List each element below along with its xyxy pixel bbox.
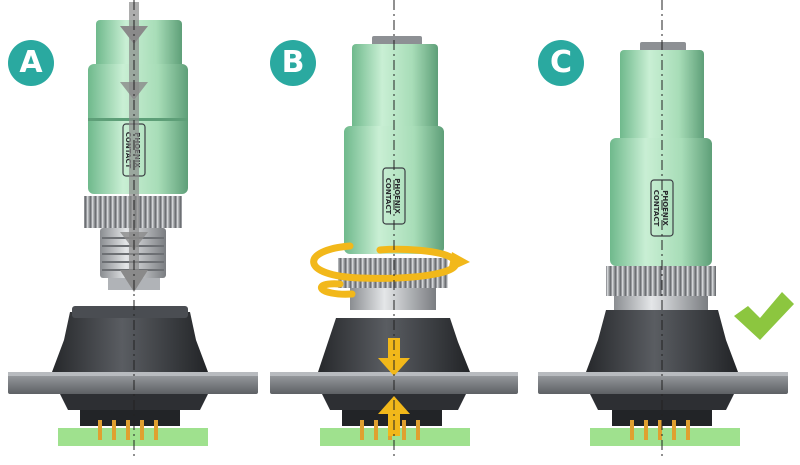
step-label-b: B: [281, 45, 305, 80]
panel-a: PHOENIX CONTACT: [8, 0, 258, 460]
step-label-c: C: [549, 45, 573, 80]
base-receptacle-a: [8, 306, 258, 446]
svg-text:CONTACT: CONTACT: [384, 178, 392, 215]
panel-b: PHOENIX CONTACT: [270, 0, 518, 460]
base-receptacle-b: [270, 318, 518, 446]
panel-c: PHOENIX CONTACT: [538, 0, 794, 460]
step-badge-c: C: [538, 40, 584, 86]
step-badge-a: A: [8, 40, 54, 86]
svg-text:CONTACT: CONTACT: [124, 132, 132, 169]
svg-text:PHOENIX: PHOENIX: [393, 178, 401, 214]
svg-text:PHOENIX: PHOENIX: [661, 190, 669, 226]
svg-text:CONTACT: CONTACT: [652, 190, 660, 227]
plug-connector-c: PHOENIX CONTACT: [606, 42, 716, 310]
step-badge-b: B: [270, 40, 316, 86]
step-label-a: A: [19, 45, 43, 80]
rotation-arrow-icon: [310, 242, 470, 298]
checkmark-icon: [734, 292, 794, 340]
plug-connector-b: PHOENIX CONTACT: [338, 36, 448, 310]
